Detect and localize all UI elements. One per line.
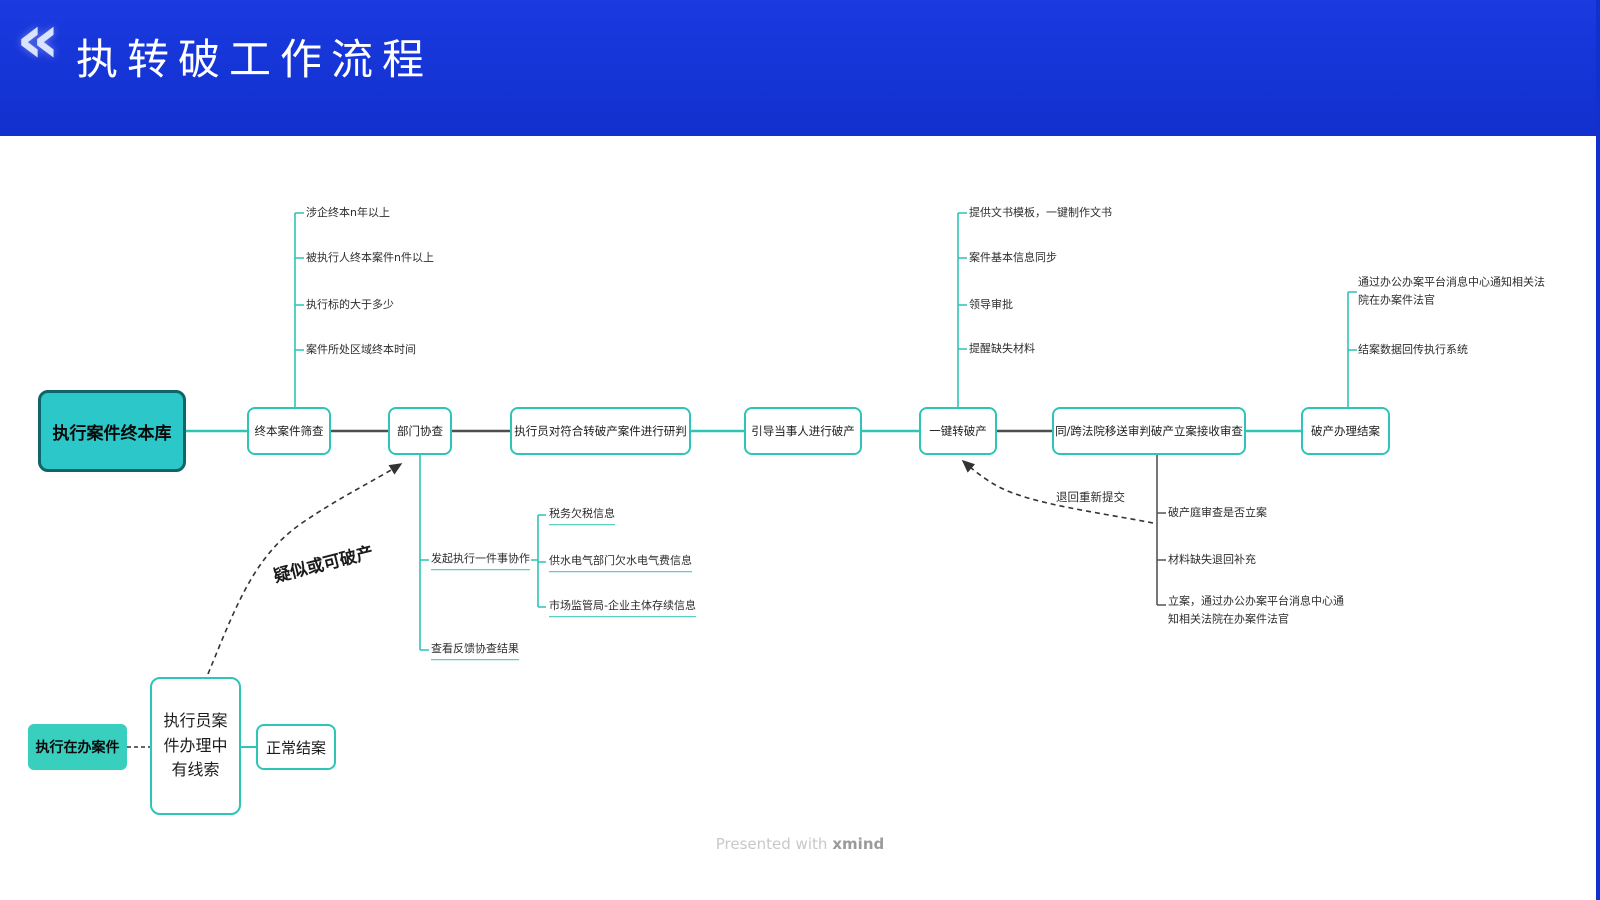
- node-department-assistance[interactable]: 部门协查: [388, 407, 452, 455]
- onekey-feature[interactable]: 提供文书模板，一键制作文书: [969, 206, 1112, 220]
- review-item[interactable]: 立案，通过办公办案平台消息中心通知相关法院在办案件法官: [1168, 594, 1344, 625]
- branch-screening-lines: [294, 212, 304, 407]
- screening-criterion[interactable]: 执行标的大于多少: [306, 298, 394, 312]
- header-bar: « 执转破工作流程: [0, 0, 1600, 136]
- node-terminated-case-repository[interactable]: 执行案件终本库: [38, 390, 186, 472]
- branch-dept-lines: [419, 455, 546, 651]
- onekey-feature[interactable]: 领导审批: [969, 298, 1013, 312]
- branch-review-lines: [1156, 455, 1166, 606]
- page-title: 执转破工作流程: [76, 35, 434, 84]
- onekey-feature[interactable]: 案件基本信息同步: [969, 251, 1057, 265]
- node-officer-research[interactable]: 执行员对符合转破产案件进行研判: [510, 407, 691, 455]
- watermark-brand: xmind: [832, 835, 885, 853]
- right-edge-accent: [1596, 0, 1600, 900]
- review-item[interactable]: 材料缺失退回补充: [1168, 553, 1256, 567]
- dept-view-results-label[interactable]: 查看反馈协查结果: [431, 640, 519, 660]
- review-item[interactable]: 破产庭审查是否立案: [1168, 506, 1267, 520]
- onekey-feature[interactable]: 提醒缺失材料: [969, 342, 1035, 356]
- screening-criterion[interactable]: 案件所处区域终本时间: [306, 343, 416, 357]
- node-normal-closing[interactable]: 正常结案: [256, 724, 336, 770]
- annotation-resubmit: 退回重新提交: [1056, 490, 1125, 504]
- relationship-resubmit-curve: [961, 459, 1154, 524]
- back-chevron-icon[interactable]: «: [16, 0, 60, 79]
- dept-initiate-label[interactable]: 发起执行一件事协作: [431, 550, 530, 570]
- screening-criterion[interactable]: 涉企终本n年以上: [306, 206, 390, 220]
- dept-info-item[interactable]: 市场监管局-企业主体存续信息: [549, 597, 696, 617]
- node-active-cases[interactable]: 执行在办案件: [28, 724, 127, 770]
- dept-info-item[interactable]: 税务欠税信息: [549, 505, 615, 525]
- node-guide-parties[interactable]: 引导当事人进行破产: [744, 407, 862, 455]
- branch-onekey-lines: [957, 212, 967, 407]
- closing-item[interactable]: 通过办公办案平台消息中心通知相关法院在办案件法官: [1358, 275, 1545, 306]
- node-court-filing-review[interactable]: 同/跨法院移送审判破产立案接收审查: [1052, 407, 1246, 455]
- relationship-suspected-bankruptcy-curve: [207, 463, 403, 675]
- branch-closing-lines: [1347, 291, 1357, 407]
- node-bankruptcy-closing[interactable]: 破产办理结案: [1301, 407, 1390, 455]
- node-one-key-transfer[interactable]: 一键转破产: [919, 407, 997, 455]
- watermark-prefix: Presented with: [715, 835, 828, 853]
- closing-item[interactable]: 结案数据回传执行系统: [1358, 343, 1468, 357]
- screening-criterion[interactable]: 被执行人终本案件n件以上: [306, 251, 434, 265]
- node-case-screening[interactable]: 终本案件筛查: [247, 407, 331, 455]
- dept-info-item[interactable]: 供水电气部门欠水电气费信息: [549, 552, 692, 572]
- node-officer-clue[interactable]: 执行员案件办理中有线索: [150, 677, 241, 815]
